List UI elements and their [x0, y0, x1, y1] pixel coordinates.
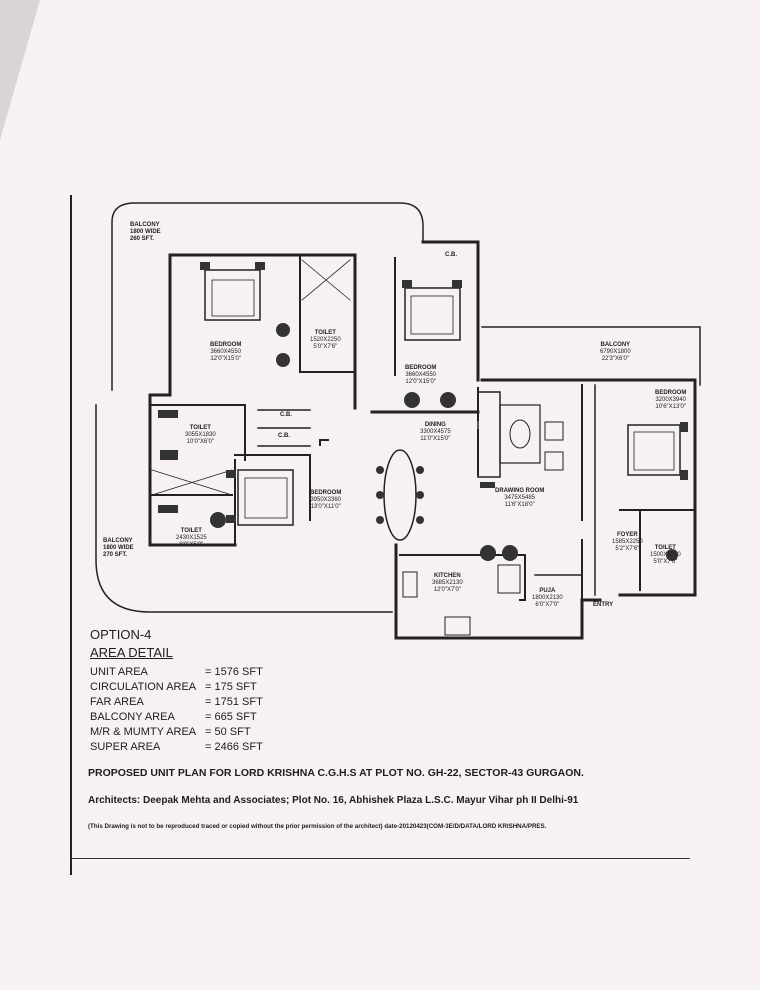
area-row: BALCONY AREA= 665 SFT [90, 711, 257, 723]
label-entry: ENTRY [593, 602, 614, 608]
copyright-note: (This Drawing is not to be reproduced tr… [88, 823, 547, 830]
architects-line: Architects: Deepak Mehta and Associates;… [88, 795, 579, 806]
balcony-outline-right [481, 326, 701, 386]
area-row: M/R & MUMTY AREA= 50 SFT [90, 726, 251, 738]
label-cb-2: C.B. [280, 412, 292, 418]
area-row: FAR AREA= 1751 SFT [90, 696, 263, 708]
border-line-left [70, 195, 72, 875]
option-label: OPTION-4 [90, 627, 152, 642]
label-cb-1: C.B. [445, 252, 457, 258]
area-row: UNIT AREA= 1576 SFT [90, 666, 263, 678]
balcony-outline-bottom-left [95, 404, 393, 613]
plan-title: PROPOSED UNIT PLAN FOR LORD KRISHNA C.G.… [88, 767, 584, 779]
page-fold [0, 0, 40, 140]
label-cb-3: C.B. [278, 433, 290, 439]
area-detail-heading: AREA DETAIL [90, 645, 173, 660]
balcony-outline-top-left [111, 202, 424, 391]
border-line-bottom [70, 858, 690, 859]
area-row: CIRCULATION AREA= 175 SFT [90, 681, 257, 693]
area-table: UNIT AREA= 1576 SFT CIRCULATION AREA= 17… [90, 666, 295, 756]
area-row: SUPER AREA= 2466 SFT [90, 741, 263, 753]
